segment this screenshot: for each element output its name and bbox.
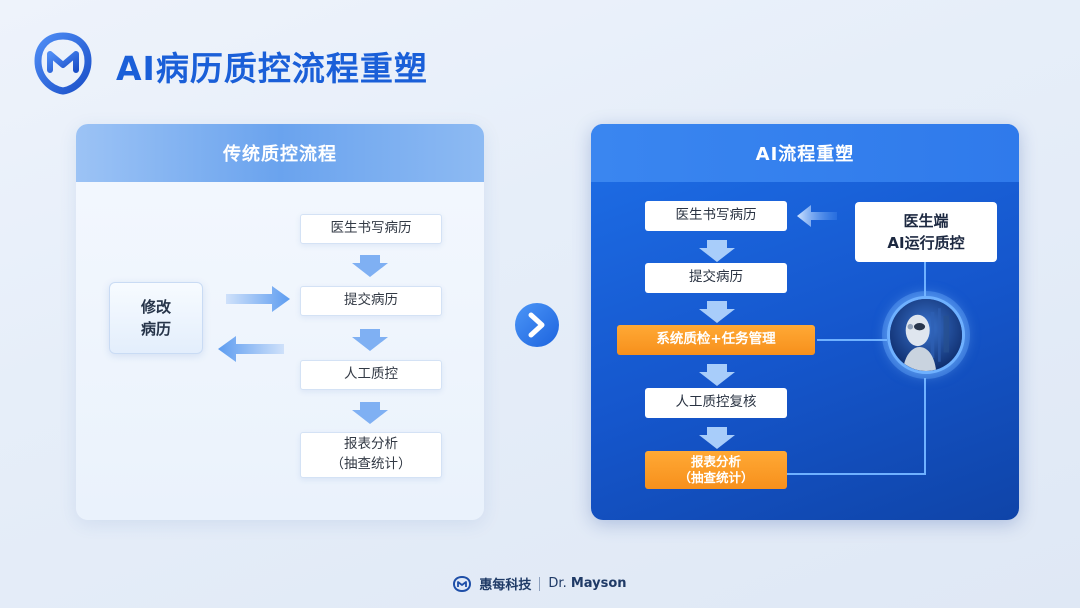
brand-name-en: Dr. Mayson: [548, 576, 626, 591]
step-label: 医生书写病历: [675, 207, 757, 224]
step-label: 系统质检+任务管理: [656, 331, 776, 348]
brand-en-prefix: Dr.: [548, 576, 567, 591]
footer-brand: 惠每科技 Dr. Mayson: [0, 574, 1080, 593]
left-arrow-icon: [797, 205, 837, 227]
brand-logo-icon: [453, 575, 472, 592]
traditional-flow-title: 传统质控流程: [76, 124, 484, 182]
traditional-flow-panel: 传统质控流程 修改 病历 医生书写病历 提交病历 人工质控 报表分析 （抽查统计…: [76, 124, 484, 520]
down-arrow-icon: [352, 255, 388, 277]
flow-step-submit-record: 提交病历: [300, 286, 442, 316]
ai-step-manual-review: 人工质控复核: [645, 388, 787, 418]
ai-step-report-analysis: 报表分析 （抽查统计）: [645, 451, 787, 489]
brand-en-name: Mayson: [570, 576, 627, 591]
step-label: 报表分析: [690, 453, 741, 469]
down-arrow-icon: [699, 427, 735, 449]
revise-record-box: 修改 病历: [109, 282, 203, 354]
down-arrow-icon: [699, 364, 735, 386]
revise-record-line1: 修改: [140, 297, 171, 316]
chevron-right-icon: [515, 303, 559, 347]
down-arrow-icon: [352, 329, 388, 351]
step-label: 提交病历: [344, 292, 398, 309]
ai-step-write-record: 医生书写病历: [645, 201, 787, 231]
connector-lines: [787, 262, 926, 475]
down-arrow-icon: [699, 240, 735, 262]
step-label: 提交病历: [689, 269, 743, 286]
brand-name-cn: 惠每科技: [479, 578, 532, 593]
step-label: 人工质控: [344, 366, 398, 383]
revise-record-line2: 病历: [140, 320, 171, 338]
step-label: 报表分析: [344, 436, 398, 453]
page-title: AI病历质控流程重塑: [116, 49, 428, 88]
ai-flow-title: AI流程重塑: [591, 124, 1019, 182]
right-arrow-icon: [226, 286, 290, 312]
step-sublabel: （抽查统计）: [678, 470, 754, 485]
step-label: 人工质控复核: [675, 394, 757, 411]
left-arrow-icon: [218, 336, 284, 362]
step-sublabel: （抽查统计）: [330, 456, 412, 472]
doctor-ai-qc-box: 医生端 AI运行质控: [855, 202, 997, 262]
step-label: 医生书写病历: [330, 220, 412, 237]
brand-separator: [539, 576, 541, 591]
ai-flow-panel: AI流程重塑 医生端 AI运行质控 医生书写病历 提交病历 系统质检+任务管理 …: [591, 124, 1019, 520]
ai-step-system-qc: 系统质检+任务管理: [617, 325, 815, 355]
down-arrow-icon: [699, 301, 735, 323]
ai-step-submit-record: 提交病历: [645, 263, 787, 293]
flow-step-write-record: 医生书写病历: [300, 214, 442, 244]
doctor-line1: 医生端: [903, 211, 949, 230]
ai-robot-icon: [887, 296, 965, 374]
m-shield-logo-icon: [34, 32, 92, 95]
down-arrow-icon: [352, 402, 388, 424]
flow-step-report-analysis: 报表分析 （抽查统计）: [300, 432, 442, 478]
flow-step-manual-qc: 人工质控: [300, 360, 442, 390]
doctor-line2: AI运行质控: [887, 234, 965, 252]
